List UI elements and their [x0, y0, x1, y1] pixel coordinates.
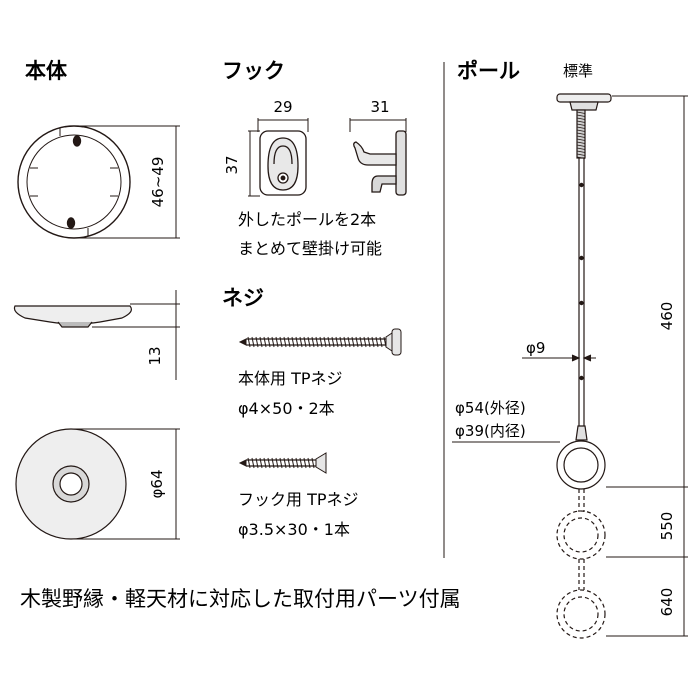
hook-note-line2: まとめて壁掛け可能: [238, 239, 382, 258]
body-screw-spec: φ4×50・2本: [238, 399, 335, 418]
dim-body-diameter: φ64: [148, 470, 166, 499]
dim-line-body-height: [92, 290, 180, 380]
dim-pole-diameter: φ9: [526, 339, 545, 357]
hook-screw-illustration: [238, 452, 327, 474]
section-title-screw: ネジ: [222, 286, 264, 310]
hook-screw-spec: φ3.5×30・1本: [238, 520, 350, 539]
dim-hook-width: 29: [273, 98, 292, 116]
body-top-view: [17, 125, 131, 239]
hook-front-view: [259, 130, 307, 196]
hook-screw-name: フック用 TPネジ: [238, 490, 359, 509]
dim-ring-inner: φ39(内径): [455, 422, 526, 440]
body-side-view: [13, 305, 132, 328]
pole-label-standard: 標準: [563, 62, 593, 80]
pole-extension-rings: [556, 489, 606, 639]
hook-note-line1: 外したポールを2本: [238, 210, 376, 229]
dim-pole-standard-length: 460: [658, 302, 676, 331]
dim-hook-height: 37: [223, 155, 241, 174]
dim-line-body-diameter-range: [74, 125, 180, 239]
dim-hook-depth: 31: [370, 98, 389, 116]
dim-line-body-diameter: [71, 428, 180, 540]
dim-lines-hook: [248, 118, 407, 197]
section-title-hook: フック: [222, 59, 285, 83]
dim-line-pole-diameter: [522, 354, 596, 362]
dim-ring-outer: φ54(外径): [455, 399, 526, 417]
section-title-body: 本体: [25, 59, 68, 83]
section-title-pole: ポール: [457, 59, 520, 83]
hook-side-view: [353, 130, 407, 196]
dim-pole-length-2: 550: [658, 512, 676, 541]
dim-body-height: 13: [146, 346, 164, 365]
footer-caption: 木製野縁・軽天材に対応した取付用パーツ付属: [20, 587, 461, 611]
dim-body-diameter-range: 46~49: [149, 157, 167, 208]
pole-illustration: [556, 93, 612, 490]
body-bottom-view: [15, 428, 127, 540]
dim-pole-length-3: 640: [658, 588, 676, 617]
dim-lines-pole-length: [606, 95, 688, 637]
body-screw-illustration: [238, 328, 402, 356]
body-screw-name: 本体用 TPネジ: [238, 369, 343, 388]
